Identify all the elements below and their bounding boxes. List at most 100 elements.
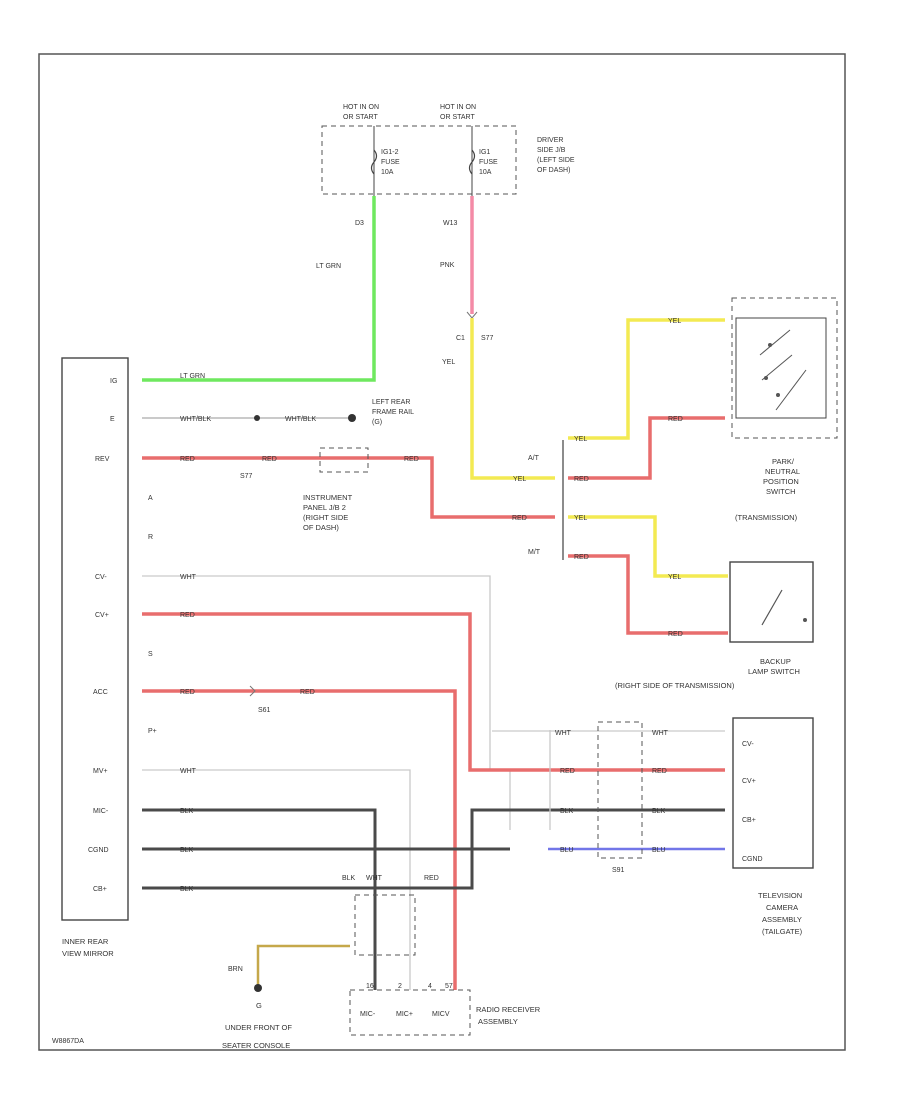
wire-label-pnk: PNK bbox=[440, 262, 455, 269]
mirror-pin-mv-plus: MV+ bbox=[93, 768, 108, 775]
ip-jb-caption-4: OF DASH) bbox=[303, 523, 339, 532]
fuse1-name: IG1-2 bbox=[381, 149, 399, 156]
backup-switch-dot bbox=[803, 618, 807, 622]
wire-red-acc bbox=[142, 689, 457, 990]
ground-seat-point bbox=[254, 984, 262, 992]
wire-label-red-top: RED bbox=[424, 875, 439, 882]
wire-label-wht-tv2: WHT bbox=[652, 730, 669, 737]
label-at: A/T bbox=[528, 455, 540, 462]
junction-block-outline bbox=[321, 125, 517, 195]
connector-label-s77-b: S77 bbox=[240, 473, 253, 480]
wire-label-red-a: RED bbox=[180, 456, 195, 463]
backup-switch-body bbox=[729, 561, 814, 643]
junction-block-caption-1: DRIVER bbox=[537, 137, 563, 144]
pnp-caption-5: (TRANSMISSION) bbox=[735, 513, 798, 522]
ip-jb-caption-2: PANEL J/B 2 bbox=[303, 503, 346, 512]
wire-label-red-pnp: RED bbox=[668, 416, 683, 423]
diagram-frame bbox=[38, 53, 846, 1051]
radio-outline bbox=[349, 989, 471, 1036]
wire-label-wht-tv: WHT bbox=[555, 730, 572, 737]
ground-frame-caption-2: FRAME RAIL bbox=[372, 409, 414, 416]
tv-pin-cv-plus: CV+ bbox=[742, 778, 756, 785]
wire-wht-mv bbox=[142, 769, 411, 990]
wire-label-red-acc1: RED bbox=[180, 689, 195, 696]
tv-camera-body bbox=[732, 717, 814, 869]
wire-label-lt-grn-short: LT GRN bbox=[180, 373, 205, 380]
park-neutral-position-switch: PARK/ NEUTRAL POSITION SWITCH (TRANSMISS… bbox=[731, 297, 838, 522]
mirror-pin-mic-minus: MIC- bbox=[93, 808, 109, 815]
pin-w13: W13 bbox=[443, 220, 458, 227]
radio-pin-mic-plus: MIC+ bbox=[396, 1011, 413, 1018]
wire-red-pnp bbox=[568, 416, 725, 480]
wire-label-blk-mic: BLK bbox=[180, 808, 194, 815]
mirror-pin-acc: ACC bbox=[93, 689, 108, 696]
tv-caption-3: ASSEMBLY bbox=[762, 915, 802, 924]
fuse1-rating: 10A bbox=[381, 169, 394, 176]
fuse2-element bbox=[468, 149, 476, 175]
connector-label-c1: C1 bbox=[456, 335, 465, 342]
wire-label-lt-grn: LT GRN bbox=[316, 263, 341, 270]
wire-label-red-tv2: RED bbox=[652, 768, 667, 775]
pnp-switch-outline bbox=[731, 297, 838, 439]
mirror-caption-1: INNER REAR bbox=[62, 937, 109, 946]
radio-pin-mic-minus: MIC- bbox=[360, 1011, 376, 1018]
wire-label-wht-bp: WHT bbox=[180, 768, 197, 775]
mirror-pin-r: R bbox=[148, 534, 153, 541]
wire-label-yel-mt: YEL bbox=[574, 515, 587, 522]
backup-caption-3: (RIGHT SIDE OF TRANSMISSION) bbox=[615, 681, 735, 690]
wire-label-red-at: RED bbox=[574, 476, 589, 483]
radio-pinnum-1: 16 bbox=[366, 983, 374, 990]
inner-rear-view-mirror: IG E REV A R CV- CV+ S ACC P+ MV+ MIC- C… bbox=[61, 357, 157, 958]
wire-label-blu-tv: BLU bbox=[560, 847, 574, 854]
wire-label-red-cp: RED bbox=[180, 612, 195, 619]
wire-lt-grn bbox=[142, 196, 376, 382]
splice-point bbox=[254, 415, 260, 421]
pnp-contact-1 bbox=[759, 329, 791, 356]
wire-label-red-mt: RED bbox=[574, 554, 589, 561]
pnp-caption-3: POSITION bbox=[763, 477, 799, 486]
radio-connector-outline bbox=[354, 894, 416, 956]
hot-label-2a: HOT IN ON bbox=[440, 104, 476, 111]
wire-label-red-at2: RED bbox=[512, 515, 527, 522]
wire-label-wht-top: WHT bbox=[366, 875, 383, 882]
backup-caption-1: BACKUP bbox=[760, 657, 791, 666]
pnp-caption-4: SWITCH bbox=[766, 487, 796, 496]
radio-pinnum-4: 57 bbox=[445, 983, 453, 990]
ground-frame-caption-1: LEFT REAR bbox=[372, 399, 410, 406]
wire-label-blk-tv: BLK bbox=[560, 808, 574, 815]
tv-caption-2: CAMERA bbox=[766, 903, 798, 912]
mirror-pin-rev: REV bbox=[95, 456, 110, 463]
page-code: W8867DA bbox=[52, 1038, 84, 1045]
wire-label-red-bk: RED bbox=[668, 631, 683, 638]
tv-connector-outline bbox=[597, 721, 643, 859]
mirror-pin-s: S bbox=[148, 651, 153, 658]
junction-block-caption-2: SIDE J/B bbox=[537, 147, 566, 154]
wire-label-yel-pnp2: YEL bbox=[668, 318, 681, 325]
wire-red-rev bbox=[142, 456, 555, 519]
radio-receiver-assembly: 16 2 4 57 MIC- MIC+ MICV RADIO RECEIVER … bbox=[349, 983, 541, 1036]
mirror-pin-cv-minus: CV- bbox=[95, 574, 107, 581]
wire-label-whtblk1: WHT/BLK bbox=[180, 416, 211, 423]
connector-label-s91: S91 bbox=[612, 867, 625, 874]
wire-label-blk-cb: BLK bbox=[180, 886, 194, 893]
radio-pinnum-3: 4 bbox=[428, 983, 432, 990]
wire-label-red-b: RED bbox=[262, 456, 277, 463]
connector-label-s77: S77 bbox=[481, 335, 494, 342]
fuse2-name: IG1 bbox=[479, 149, 490, 156]
mirror-pin-cgnd: CGND bbox=[88, 847, 109, 854]
mirror-body bbox=[61, 357, 129, 921]
hot-label-1b: OR START bbox=[343, 114, 378, 121]
junction-block-caption-4: OF DASH) bbox=[537, 167, 570, 174]
pnp-caption-1: PARK/ bbox=[772, 457, 795, 466]
label-mt: M/T bbox=[528, 549, 541, 556]
fuse1-word: FUSE bbox=[381, 159, 400, 166]
mirror-pin-ig: IG bbox=[110, 378, 117, 385]
radio-pinnum-2: 2 bbox=[398, 983, 402, 990]
hot-label-2b: OR START bbox=[440, 114, 475, 121]
ip-jb-outline bbox=[319, 447, 369, 473]
pnp-dot-3 bbox=[776, 393, 780, 397]
wire-brn bbox=[256, 944, 350, 985]
wire-label-blk-top: BLK bbox=[342, 875, 356, 882]
wire-label-brn: BRN bbox=[228, 966, 243, 973]
